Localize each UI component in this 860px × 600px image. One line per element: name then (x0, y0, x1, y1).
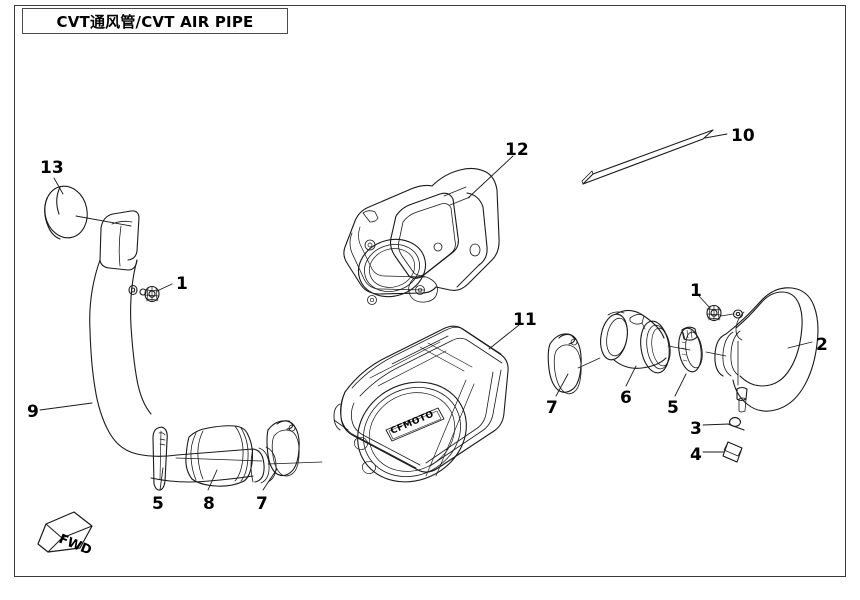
callout-8[interactable]: 8 (203, 494, 215, 514)
callout-11[interactable]: 11 (513, 310, 537, 330)
callout-2[interactable]: 2 (816, 335, 828, 355)
callout-1-left[interactable]: 1 (176, 274, 188, 294)
callout-13[interactable]: 13 (40, 158, 64, 178)
callout-6[interactable]: 6 (620, 388, 632, 408)
callout-5-right[interactable]: 5 (667, 398, 679, 418)
callout-9[interactable]: 9 (27, 402, 39, 422)
callout-4[interactable]: 4 (690, 445, 702, 465)
diagram-frame (14, 5, 846, 577)
callout-7-right[interactable]: 7 (546, 398, 558, 418)
callout-7-left[interactable]: 7 (256, 494, 268, 514)
page-title: CVT通风管/CVT AIR PIPE (56, 12, 254, 31)
diagram-title-box: CVT通风管/CVT AIR PIPE (22, 8, 288, 34)
callout-1-right[interactable]: 1 (690, 281, 702, 301)
callout-5-left[interactable]: 5 (152, 494, 164, 514)
callout-12[interactable]: 12 (505, 140, 529, 160)
callout-3[interactable]: 3 (690, 419, 702, 439)
callout-10[interactable]: 10 (731, 126, 755, 146)
